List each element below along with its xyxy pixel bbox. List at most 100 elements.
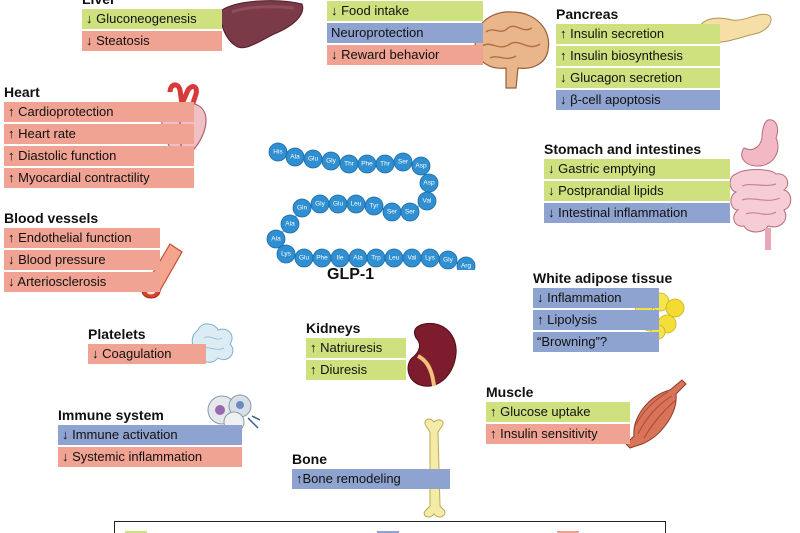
residue-bead	[417, 191, 437, 211]
residue-label: Ile	[337, 255, 344, 262]
adipose-title: White adipose tissue	[533, 270, 673, 286]
pancreas-effect-item: ↓ Glucagon secretion	[556, 68, 720, 88]
residue-bead	[438, 250, 458, 270]
residue-bead	[276, 244, 296, 264]
bone-illustration	[423, 418, 446, 518]
adipose-effect-item: “Browning”?	[533, 332, 659, 352]
residue-label: Lys	[281, 251, 292, 258]
liver-title: Liver	[82, 0, 222, 9]
residue-label: Ala	[285, 221, 295, 228]
residue-label: Thr	[380, 161, 391, 168]
muscle-title: Muscle	[486, 384, 534, 400]
residue-label: Glu	[299, 255, 310, 262]
muscle-effect-item: ↑ Insulin sensitivity	[486, 424, 630, 444]
residue-label: Val	[408, 255, 417, 262]
residue-label: Gln	[297, 205, 308, 212]
residue-bead	[393, 152, 413, 172]
residue-bead	[456, 256, 476, 270]
kidneys-effect-item: ↑ Natriuresis	[306, 338, 406, 358]
pancreas-title: Pancreas	[556, 6, 619, 22]
blood-vessels-title: Blood vessels	[4, 210, 99, 226]
adipose-effects: White adipose tissue ↓ Inflammation↑ Lip…	[533, 270, 673, 354]
adipose-effect-item: ↑ Lipolysis	[533, 310, 659, 330]
legend-swatch-red	[557, 531, 579, 533]
immune-system-title: Immune system	[58, 407, 164, 423]
residue-label: Leu	[351, 201, 362, 208]
kidneys-effect-item: ↑ Diuresis	[306, 360, 406, 380]
residue-bead	[268, 142, 288, 162]
platelets-effects: Platelets ↓ Coagulation	[88, 326, 206, 366]
residue-label: Gly	[315, 201, 326, 208]
stomach-intestines-title: Stomach and intestines	[544, 141, 702, 157]
pancreas-effects: Pancreas ↑ Insulin secretion↑ Insulin bi…	[556, 6, 720, 112]
muscle-effects: Muscle ↑ Glucose uptake↑ Insulin sensiti…	[486, 384, 630, 446]
residue-label: Asp	[423, 180, 435, 187]
vessels-effect-item: ↑ Endothelial function	[4, 228, 160, 248]
residue-label: Ser	[387, 209, 398, 216]
residue-bead	[382, 202, 402, 222]
muscle-illustration	[625, 379, 687, 449]
bone-effect-item: ↑Bone remodeling	[292, 469, 450, 489]
residue-label: Leu	[389, 255, 400, 262]
stomach-intestines-effects: Stomach and intestines ↓ Gastric emptyin…	[544, 141, 730, 225]
residue-label: Phe	[316, 255, 328, 262]
heart-effect-item: ↑ Myocardial contractility	[4, 168, 194, 188]
brain-illustration	[474, 11, 550, 89]
residue-label: Glu	[333, 201, 344, 208]
stomach-effect-item: ↓ Postprandial lipids	[544, 181, 730, 201]
residue-label: Glu	[308, 156, 319, 163]
residue-label: Arg	[461, 263, 472, 270]
residue-bead	[310, 194, 330, 214]
adipose-effect-item: ↓ Inflammation	[533, 288, 659, 308]
immune-system-illustration	[207, 394, 261, 433]
kidney-illustration	[407, 322, 457, 387]
legend-swatch-blue	[377, 531, 399, 533]
residue-bead	[280, 214, 300, 234]
residue-label: Phe	[361, 161, 373, 168]
residue-bead	[321, 151, 341, 171]
residue-label: Val	[423, 198, 432, 205]
legend-swatch-green	[125, 531, 147, 533]
kidneys-title: Kidneys	[306, 320, 361, 336]
brain-effect-item: ↓ Food intake	[327, 1, 483, 21]
stomach-intestines-illustration	[729, 119, 792, 250]
heart-effect-item: ↑ Diastolic function	[4, 146, 194, 166]
residue-label: Tyr	[369, 203, 379, 210]
platelets-title: Platelets	[88, 326, 146, 342]
brain-effect-item: Neuroprotection	[327, 23, 483, 43]
platelets-effect-item: ↓ Coagulation	[88, 344, 206, 364]
residue-bead	[411, 156, 431, 176]
residue-label: Ala	[271, 236, 281, 243]
legend-box	[114, 521, 666, 533]
immune-effect-item: ↓ Immune activation	[58, 425, 242, 445]
bone-title: Bone	[292, 451, 327, 467]
vessels-effect-item: ↓ Blood pressure	[4, 250, 160, 270]
stomach-effect-item: ↓ Intestinal inflammation	[544, 203, 730, 223]
immune-effect-item: ↓ Systemic inflammation	[58, 447, 242, 467]
bone-effects: Bone ↑Bone remodeling	[292, 451, 450, 491]
heart-effect-item: ↑ Cardioprotection	[4, 102, 194, 122]
residue-label: Gly	[443, 257, 454, 264]
residue-label: Trp	[371, 255, 381, 262]
liver-illustration	[220, 0, 304, 49]
pancreas-effect-item: ↑ Insulin biosynthesis	[556, 46, 720, 66]
residue-label: Lys	[425, 255, 436, 262]
kidneys-effects: Kidneys ↑ Natriuresis↑ Diuresis	[306, 320, 406, 382]
residue-label: Ser	[398, 159, 409, 166]
liver-effect-item: ↓ Gluconeogenesis	[82, 9, 222, 29]
stomach-effect-item: ↓ Gastric emptying	[544, 159, 730, 179]
brain-effect-item: ↓ Reward behavior	[327, 45, 483, 65]
residue-bead	[292, 198, 312, 218]
heart-effect-item: ↑ Heart rate	[4, 124, 194, 144]
residue-label: Ala	[353, 255, 363, 262]
glp1-label: GLP-1	[327, 266, 375, 283]
liver-effect-item: ↓ Steatosis	[82, 31, 222, 51]
vessels-effect-item: ↓ Arteriosclerosis	[4, 272, 160, 292]
residue-bead	[266, 229, 286, 249]
pancreas-effect-item: ↑ Insulin secretion	[556, 24, 720, 44]
residue-label: Asp	[415, 163, 427, 170]
residue-label: Ser	[405, 209, 416, 216]
muscle-effect-item: ↑ Glucose uptake	[486, 402, 630, 422]
